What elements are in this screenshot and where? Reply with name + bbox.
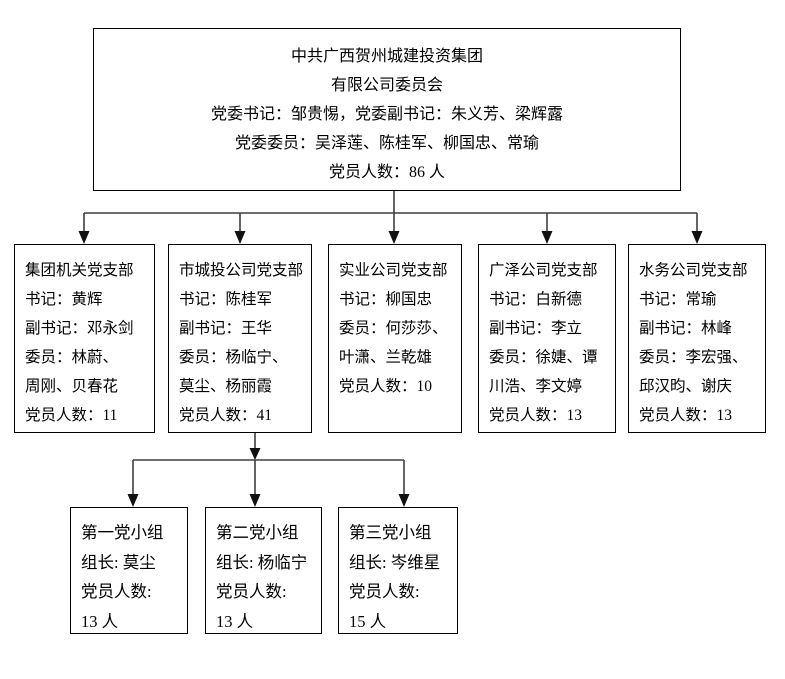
group-member-count-value: 13 人 [216, 611, 254, 631]
group-member-count-value: 13 人 [81, 611, 119, 631]
branch-deputy-secretary: 副书记：王华 [179, 320, 273, 337]
branch-member-count: 党员人数：41 [179, 407, 273, 424]
party-committee-box: 中共广西贺州城建投资集团 有限公司委员会 党委书记：邹贵惕，党委副书记：朱义芳、… [93, 28, 681, 191]
branch-members-cont: 莫尘、杨丽霞 [179, 378, 273, 395]
branch-secretary: 书记：黄辉 [25, 291, 103, 308]
branch-secretary: 书记：陈桂军 [179, 291, 273, 308]
branch-members: 委员：何莎莎、 [339, 320, 448, 337]
committee-members-line: 党委委员：吴泽莲、陈桂军、柳国忠、常瑜 [234, 135, 539, 152]
branch-members: 委员：杨临宁、 [179, 349, 288, 366]
branch-member-count: 党员人数：13 [489, 407, 583, 424]
sub-tree-arrowheads [127, 448, 410, 507]
branch-secretary: 书记：常瑜 [639, 291, 717, 308]
committee-secretaries-line: 党委书记：邹贵惕，党委副书记：朱义芳、梁辉露 [210, 106, 563, 123]
branch-deputy-secretary: 副书记：李立 [489, 320, 583, 337]
branch-box-guangze: 广泽公司党支部 书记：白新德 副书记：李立 委员：徐婕、谭 川浩、李文婷 党员人… [478, 244, 616, 433]
branch-deputy-secretary: 副书记：林峰 [639, 320, 733, 337]
group-title: 第二党小组 [216, 523, 299, 542]
committee-member-count-line: 党员人数：86 人 [328, 164, 445, 181]
group-box-first: 第一党小组 组长: 莫尘 党员人数: 13 人 [70, 507, 188, 634]
branch-members: 委员：徐婕、谭 [489, 349, 598, 366]
group-leader: 组长: 莫尘 [81, 552, 156, 572]
group-leader: 组长: 岑维星 [349, 552, 441, 572]
branch-members-cont: 川浩、李文婷 [489, 378, 583, 395]
top-tree-arrowheads [78, 231, 703, 244]
committee-title-line: 中共广西贺州城建投资集团 [290, 48, 483, 65]
sub-tree-lines [132, 433, 405, 496]
branch-members: 委员：李宏强、 [639, 349, 748, 366]
branch-members: 委员：林蔚、 [25, 349, 119, 366]
branch-member-count: 党员人数：10 [339, 378, 433, 395]
branch-title: 广泽公司党支部 [489, 262, 598, 279]
branch-title: 实业公司党支部 [339, 262, 448, 279]
group-member-count-label: 党员人数: [81, 582, 152, 601]
branch-member-count: 党员人数：11 [25, 407, 118, 424]
branch-box-industrial: 实业公司党支部 书记：柳国忠 委员：何莎莎、 叶潇、兰乾雄 党员人数：10 [328, 244, 462, 433]
branch-members-cont: 邱汉昀、谢庆 [639, 378, 733, 395]
branch-title: 水务公司党支部 [639, 262, 748, 279]
branch-members-cont: 叶潇、兰乾雄 [339, 349, 433, 366]
branch-member-count: 党员人数：13 [639, 407, 733, 424]
group-box-third: 第三党小组 组长: 岑维星 党员人数: 15 人 [338, 507, 458, 634]
branch-deputy-secretary: 副书记：邓永剑 [25, 320, 134, 337]
group-member-count-label: 党员人数: [349, 582, 420, 601]
group-title: 第三党小组 [349, 523, 432, 542]
branch-box-group-office: 集团机关党支部 书记：黄辉 副书记：邓永剑 委员：林蔚、 周刚、贝春花 党员人数… [14, 244, 155, 433]
top-tree-lines [83, 190, 698, 233]
branch-title: 市城投公司党支部 [179, 262, 304, 279]
group-leader: 组长: 杨临宁 [216, 552, 308, 572]
branch-secretary: 书记：柳国忠 [339, 291, 433, 308]
committee-title-line-2: 有限公司委员会 [330, 77, 443, 94]
group-box-second: 第二党小组 组长: 杨临宁 党员人数: 13 人 [205, 507, 322, 634]
branch-title: 集团机关党支部 [25, 262, 134, 279]
branch-box-water: 水务公司党支部 书记：常瑜 副书记：林峰 委员：李宏强、 邱汉昀、谢庆 党员人数… [628, 244, 766, 433]
group-member-count-label: 党员人数: [216, 582, 287, 601]
branch-members-cont: 周刚、贝春花 [25, 378, 119, 395]
group-title: 第一党小组 [81, 523, 164, 542]
group-member-count-value: 15 人 [349, 611, 387, 631]
branch-box-city-investment: 市城投公司党支部 书记：陈桂军 副书记：王华 委员：杨临宁、 莫尘、杨丽霞 党员… [168, 244, 312, 433]
branch-secretary: 书记：白新德 [489, 291, 583, 308]
